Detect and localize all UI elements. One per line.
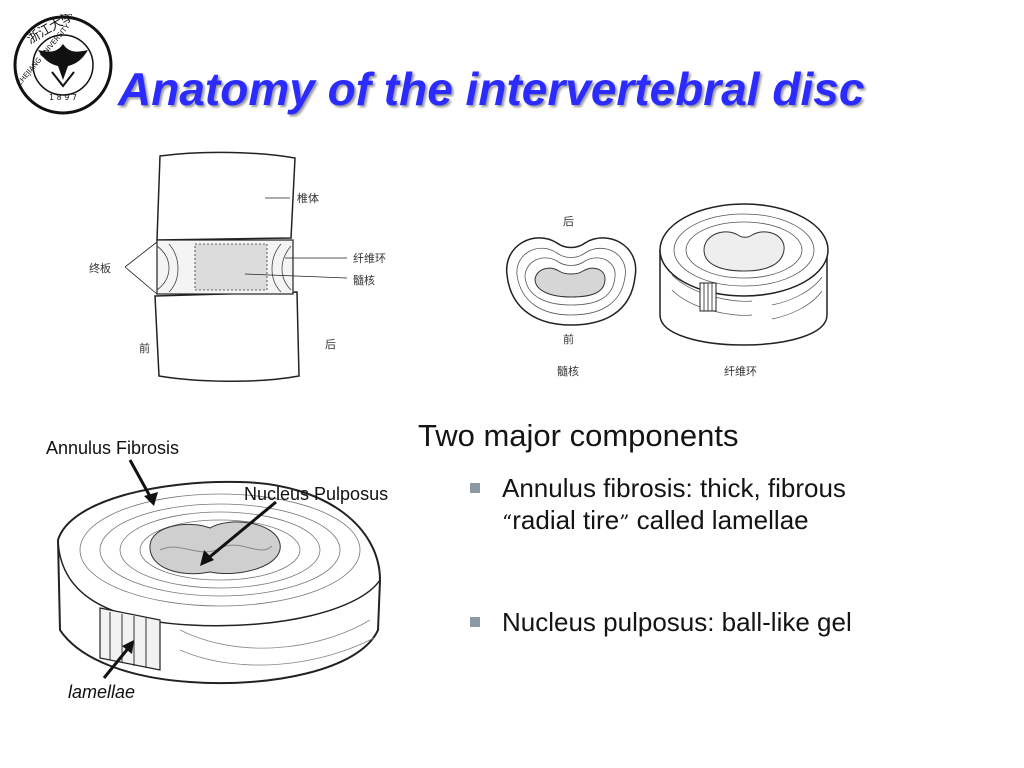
label-vertebral-body: 椎体 bbox=[297, 192, 319, 205]
label-endplate: 终板 bbox=[89, 262, 111, 275]
bullet-nucleus-text: Nucleus pulposus: ball-like gel bbox=[502, 607, 852, 637]
quote-open: “ bbox=[502, 510, 513, 534]
figure-transverse-section: 后 前 髓核 bbox=[495, 205, 645, 385]
label-nucleus-zh: 髓核 bbox=[353, 274, 375, 287]
label-annulus-zh: 纤维环 bbox=[353, 252, 386, 265]
bullet-annulus-radial-tire: radial tire bbox=[512, 505, 620, 535]
label-annulus-fibrosis: Annulus Fibrosis bbox=[46, 438, 180, 458]
caption-annulus-zh: 纤维环 bbox=[724, 365, 757, 378]
university-logo: 浙江大學 1 8 9 7 ZHEJIANG UNIVERSITY bbox=[12, 8, 114, 116]
svg-text:1 8 9 7: 1 8 9 7 bbox=[49, 93, 77, 102]
bullet-annulus-line2-end: called lamellae bbox=[629, 505, 809, 535]
label-anterior-mid: 前 bbox=[563, 333, 574, 346]
content-heading: Two major components bbox=[418, 418, 739, 453]
slide-title: Anatomy of the intervertebral disc bbox=[118, 63, 865, 115]
label-posterior-mid: 后 bbox=[563, 215, 574, 228]
caption-nucleus-zh: 髓核 bbox=[557, 365, 579, 378]
bullet-marker bbox=[470, 483, 480, 493]
label-nucleus-pulposus: Nucleus Pulposus bbox=[244, 484, 389, 504]
label-anterior: 前 bbox=[139, 342, 150, 355]
label-posterior: 后 bbox=[325, 338, 336, 351]
figure-annulus-cylinder: 纤维环 bbox=[652, 195, 837, 385]
bullet-marker bbox=[470, 617, 480, 627]
figure-disc-3d: Annulus Fibrosis Nucleus Pulposus lamell… bbox=[40, 420, 420, 720]
bullet-annulus-line1: Annulus fibrosis: thick, fibrous bbox=[502, 473, 846, 503]
figure-sagittal-section: 椎体 终板 纤维环 髓核 前 后 bbox=[85, 150, 455, 390]
quote-close: ” bbox=[619, 510, 630, 534]
label-lamellae: lamellae bbox=[68, 682, 136, 702]
